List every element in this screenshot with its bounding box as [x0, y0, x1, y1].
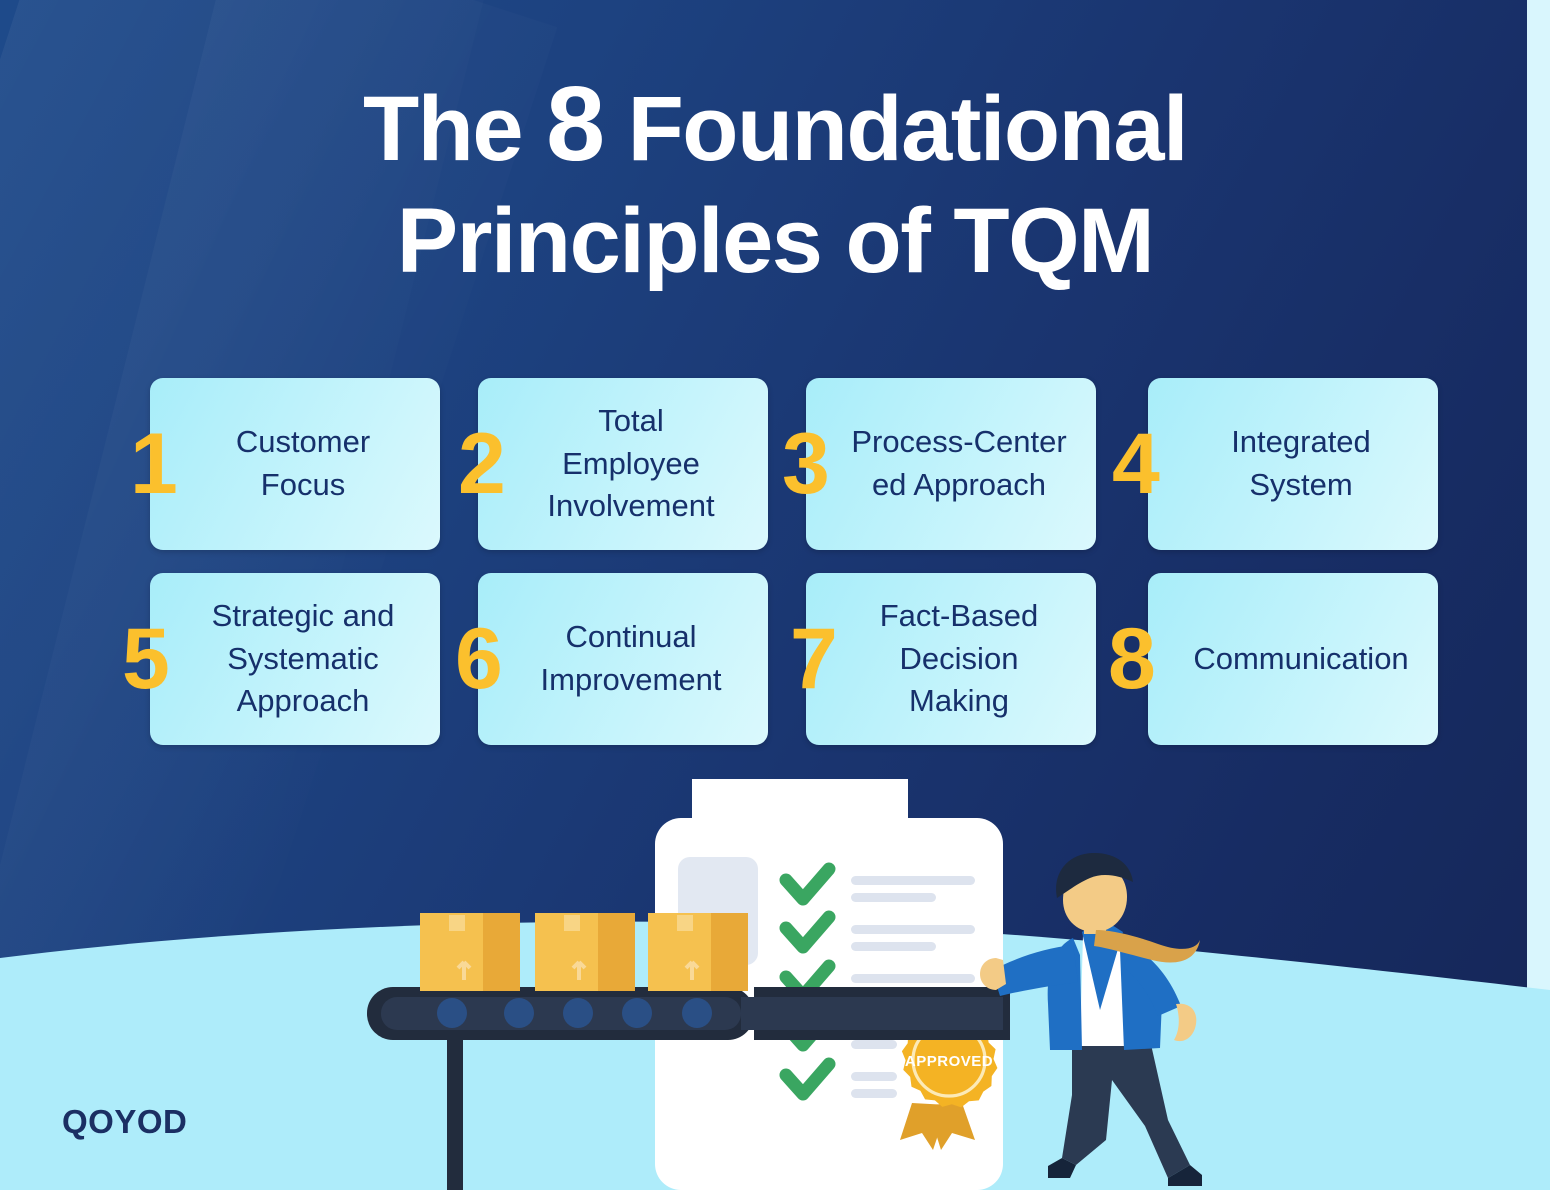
principle-number-8: 8 — [1108, 611, 1156, 707]
title-line-2: Principles of TQM — [396, 190, 1155, 293]
principle-number-3: 3 — [782, 416, 830, 512]
title-suffix: Foundational — [603, 78, 1189, 180]
right-edge-strip — [1527, 0, 1550, 1190]
principle-number-4: 4 — [1112, 416, 1160, 512]
principle-number-5: 5 — [122, 611, 170, 707]
principle-number-7: 7 — [790, 611, 838, 707]
page-title: The 8 Foundational Principles of TQM — [0, 62, 1550, 296]
brand-logo: QOYOD — [62, 1103, 188, 1140]
principle-number-2: 2 — [458, 416, 506, 512]
principle-number-6: 6 — [455, 611, 503, 707]
principle-number-1: 1 — [130, 416, 178, 512]
principle-card-8[interactable]: Communication — [1148, 573, 1438, 745]
title-prefix: The — [362, 78, 547, 180]
title-number: 8 — [546, 65, 605, 183]
title-line-1: The 8 Foundational — [0, 62, 1550, 187]
principle-label-8: Communication — [1193, 640, 1409, 676]
ground-shape — [0, 921, 1550, 1190]
